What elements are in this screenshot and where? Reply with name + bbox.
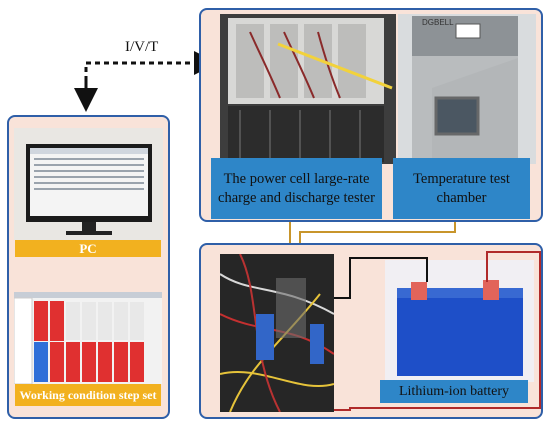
battery-label: Lithium-ion battery xyxy=(380,380,528,403)
pc-photo xyxy=(14,128,163,240)
chamber-photo: DGBELL xyxy=(398,14,536,164)
step-set-label: Working condition step set xyxy=(15,384,161,406)
battery-photo xyxy=(385,260,534,382)
tester-label: The power cell large-rate charge and dis… xyxy=(211,158,382,219)
cable-photo xyxy=(220,254,334,412)
pc-label: PC xyxy=(15,240,161,257)
chamber-label: Temperature test chamber xyxy=(393,158,530,219)
dashed-arrow-icon xyxy=(84,51,218,108)
tester-photo xyxy=(220,14,396,164)
chamber-brand: DGBELL xyxy=(422,18,454,27)
flow-label: I/V/T xyxy=(125,39,159,55)
step-set-photo xyxy=(14,292,162,384)
